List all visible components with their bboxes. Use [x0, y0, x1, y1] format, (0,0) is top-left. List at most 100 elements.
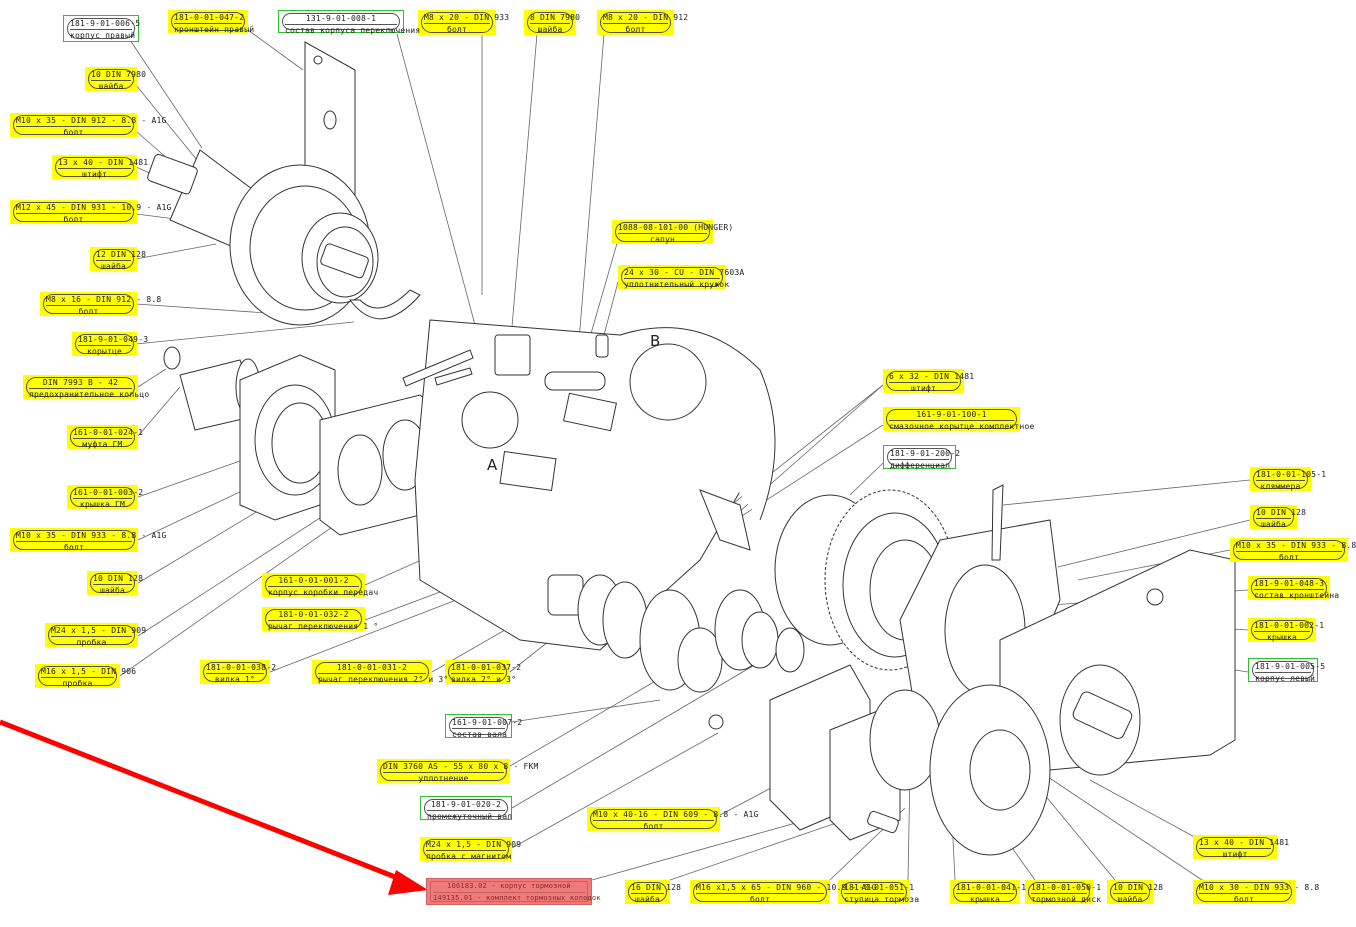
- part-code: 181-9-01-006-5: [70, 19, 141, 30]
- part-name: крышка: [1266, 633, 1298, 642]
- part-code: 13 x 40 - DIN 1481: [1199, 838, 1290, 849]
- part-label[interactable]: 181-0-01-105-1 кляммера: [1250, 467, 1326, 491]
- label-outline: [13, 115, 134, 135]
- part-label[interactable]: M8 x 20 - DIN 933 болт: [418, 10, 509, 35]
- part-label[interactable]: 181-0-01-037-2 вилка 2° и 3°: [445, 660, 521, 684]
- part-label[interactable]: 181-9-01-006-5 корпус правый: [63, 15, 141, 42]
- part-label[interactable]: 181-9-01-049-3 корытце: [72, 332, 148, 356]
- part-name: корытце: [86, 347, 123, 356]
- part-label[interactable]: 181-0-01-038-2 вилка 1°: [200, 660, 276, 684]
- part-name: ступица тормоза: [844, 895, 920, 904]
- part-label[interactable]: 161-0-01-024-1 муфта ГМ: [67, 425, 143, 449]
- part-label[interactable]: 6 x 32 - DIN 1481 штифт: [883, 369, 974, 393]
- part-name: шайба: [98, 82, 124, 91]
- part-label[interactable]: 181-0-01-002-1 крышка: [1248, 618, 1324, 642]
- part-label[interactable]: M10 x 30 - DIN 933 - 8.8 болт: [1193, 880, 1319, 904]
- part-label[interactable]: 161-9-01-007-2 состав вала: [445, 714, 523, 739]
- part-label[interactable]: M10 x 35 - DIN 933 - 8.8 - A1G болт: [10, 528, 166, 552]
- part-label[interactable]: 181-0-01-051-1 ступица тормоза: [838, 880, 920, 904]
- part-label[interactable]: M24 x 1,5 - DIN 909 пробка: [45, 623, 146, 647]
- part-label[interactable]: 161-0-01-001-2 корпус коробки передач: [262, 573, 378, 597]
- part-label[interactable]: 13 x 40 - DIN 1481 штифт: [52, 155, 149, 179]
- part-label[interactable]: M24 x 1,5 - DIN 909 пробка с магнитом: [420, 837, 521, 861]
- part-label[interactable]: M16 x 1,5 - DIN 906 пробка: [35, 664, 137, 688]
- part-label[interactable]: 181-9-01-005-5 корпус левый: [1248, 658, 1325, 683]
- part-code: M8 x 16 - DIN 912 - 8.8: [46, 295, 162, 306]
- part-label[interactable]: M12 x 45 - DIN 931 - 10.9 - A1G болт: [10, 200, 171, 224]
- part-label[interactable]: 181-9-01-020-2 промежуточный вал: [420, 796, 513, 821]
- part-name: болт: [63, 215, 84, 224]
- part-name: уплотнение: [418, 774, 469, 783]
- label-outline: [590, 809, 717, 829]
- label-outline: [1253, 469, 1308, 489]
- label-outline: [1251, 578, 1327, 598]
- part-name: промежуточный вал: [427, 812, 513, 821]
- part-label[interactable]: 181-0-01-050-1 тормозной диск: [1025, 880, 1101, 904]
- part-label[interactable]: 8 DIN 7980 шайба: [524, 10, 581, 35]
- part-label[interactable]: 24 x 30 - CU - DIN 7603A уплотнительный …: [618, 265, 744, 289]
- part-label[interactable]: M10 x 40-16 - DIN 609 - 8.8 - A1G болт: [587, 807, 758, 831]
- part-label[interactable]: 1088-08-101-00 (HUNGER) сапун: [612, 220, 733, 244]
- part-code: M16 x 1,5 - DIN 906: [41, 667, 137, 678]
- label-outline: [203, 662, 267, 682]
- part-label[interactable]: 181-0-01-031-2 рычаг переключения 2° и 3…: [312, 660, 448, 684]
- part-label[interactable]: M16 x1,5 x 65 - DIN 960 - 10.9 - A1G бол…: [690, 880, 877, 904]
- part-label[interactable]: 161-0-01-003-2 крышка ГМ: [67, 485, 143, 509]
- label-outline: [380, 761, 507, 781]
- label-outline: [93, 249, 134, 269]
- part-name: шайба: [1117, 895, 1143, 904]
- label-outline: [88, 69, 134, 89]
- part-name: сапун: [649, 235, 676, 244]
- label-outline: [1251, 620, 1313, 640]
- part-code: 181-9-01-020-2: [427, 799, 505, 811]
- part-label[interactable]: 16 DIN 128 шайба: [625, 880, 681, 904]
- label-outline: [265, 609, 362, 629]
- part-label[interactable]: 10 DIN 7980 шайба: [85, 67, 146, 91]
- part-name: болт: [63, 128, 84, 137]
- part-label[interactable]: 161-9-01-100-1 смазочное корытце комплек…: [883, 407, 1034, 431]
- label-outline: [628, 882, 667, 902]
- left-housing-brake-assembly: [769, 484, 1236, 856]
- part-label[interactable]: 10 DIN 128 шайба: [1107, 880, 1163, 904]
- part-label[interactable]: 181-0-01-032-2 рычаг переключения 1 °: [262, 607, 378, 631]
- label-outline: [1253, 507, 1294, 527]
- part-label[interactable]: DIN 3760 AS - 55 x 80 x 8 - FKM уплотнен…: [377, 759, 538, 783]
- part-label[interactable]: 12 DIN 128 шайба: [90, 247, 146, 271]
- part-label[interactable]: M10 x 35 - DIN 912 - 8.8 - A1G болт: [10, 113, 167, 137]
- part-code: DIN 7993 B - 42: [29, 377, 132, 389]
- part-label[interactable]: 181-0-01-047-2 кронштейн правый: [168, 10, 254, 34]
- part-code: 8 DIN 7980: [530, 13, 581, 24]
- part-code: 181-9-01-048-3: [1254, 579, 1325, 590]
- label-outline: [70, 427, 135, 447]
- part-code: 13 x 40 - DIN 1481: [58, 158, 149, 169]
- part-label[interactable]: 181-9-01-048-3 состав кронштейна: [1248, 576, 1339, 600]
- part-label[interactable]: DIN 7993 B - 42 предохранительное кольцо: [23, 375, 149, 399]
- part-name: шайба: [1260, 520, 1287, 529]
- part-name: 149135.01 - комплект тормозных колодок: [433, 894, 601, 902]
- part-label[interactable]: 10 DIN 128 шайба: [87, 571, 143, 595]
- shafts-and-gears: [547, 574, 805, 730]
- part-label[interactable]: 13 x 40 - DIN 1481 штифт: [1193, 835, 1290, 859]
- part-code: M10 x 35 - DIN 912 - 8.8 - A1G: [16, 116, 167, 127]
- part-label[interactable]: 106183.02 - корпус тормозной 149135.01 -…: [426, 878, 601, 905]
- label-outline: [67, 18, 135, 39]
- part-label[interactable]: M8 x 20 - DIN 912 болт: [597, 10, 688, 35]
- part-label[interactable]: M10 x 35 - DIN 933 - 8.8 - A1G болт: [1230, 538, 1356, 562]
- label-outline: [423, 839, 509, 859]
- detail-marker-b: B: [650, 332, 660, 350]
- part-label[interactable]: 181-9-01-200-2 дифференциал: [883, 445, 960, 470]
- part-name: штифт: [81, 170, 108, 179]
- label-outline: [75, 334, 134, 354]
- part-label[interactable]: 10 DIN 128 шайба: [1250, 505, 1306, 529]
- part-label[interactable]: M8 x 16 - DIN 912 - 8.8 болт: [40, 292, 162, 316]
- label-outline: [282, 13, 400, 30]
- part-code: M10 x 35 - DIN 933 - 8.8 - A1G: [1236, 541, 1356, 552]
- part-name: муфта ГМ: [82, 440, 123, 449]
- label-outline: [1233, 540, 1345, 560]
- part-code: 161-9-01-007-2: [452, 718, 523, 729]
- part-code: M16 x1,5 x 65 - DIN 960 - 10.9 - A1G: [696, 883, 877, 894]
- label-outline: [38, 666, 117, 686]
- part-label[interactable]: 181-0-01-041-1 крышка: [950, 880, 1026, 904]
- part-name: болт: [446, 25, 468, 34]
- part-label[interactable]: 131-9-01-008-1 состав корпуса переключен…: [278, 10, 420, 35]
